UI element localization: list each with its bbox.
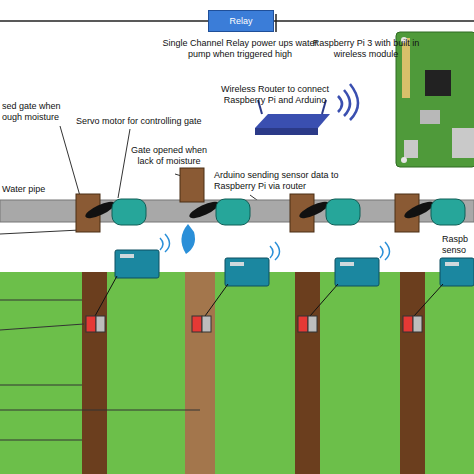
router-note: Wireless Router to connect Raspberry Pi … — [205, 84, 345, 106]
wet-soil-strip — [185, 272, 215, 474]
power-wire — [274, 20, 474, 22]
pipe-note: Water pipe — [2, 184, 62, 195]
open-gate-note: Gate opened when lack of moisture — [125, 145, 213, 167]
raspberry-pi-board — [396, 32, 474, 167]
gate-assemblies — [76, 168, 465, 254]
pi-sensor-note: Raspb senso — [442, 234, 472, 256]
relay-box: Relay — [208, 10, 274, 32]
soil-strip — [400, 272, 425, 474]
closed-gate-note: sed gate when ough moisture — [2, 101, 66, 123]
arduino-boards — [115, 234, 474, 286]
relay-label: Relay — [229, 16, 252, 27]
ground — [0, 272, 474, 474]
moisture-sensors — [86, 276, 443, 332]
servo-note: Servo motor for controlling gate — [76, 116, 216, 127]
soil-strip — [82, 272, 107, 474]
water-flow — [181, 224, 195, 254]
power-wire — [0, 20, 208, 22]
power-wire — [275, 14, 277, 32]
pi-note: Raspberry Pi 3 with built in wireless mo… — [300, 38, 432, 60]
soil-strip — [295, 272, 320, 474]
relay-note: Single Channel Relay power ups water pum… — [160, 38, 320, 60]
arduino-note: Arduino sending sensor data to Raspberry… — [214, 170, 354, 192]
